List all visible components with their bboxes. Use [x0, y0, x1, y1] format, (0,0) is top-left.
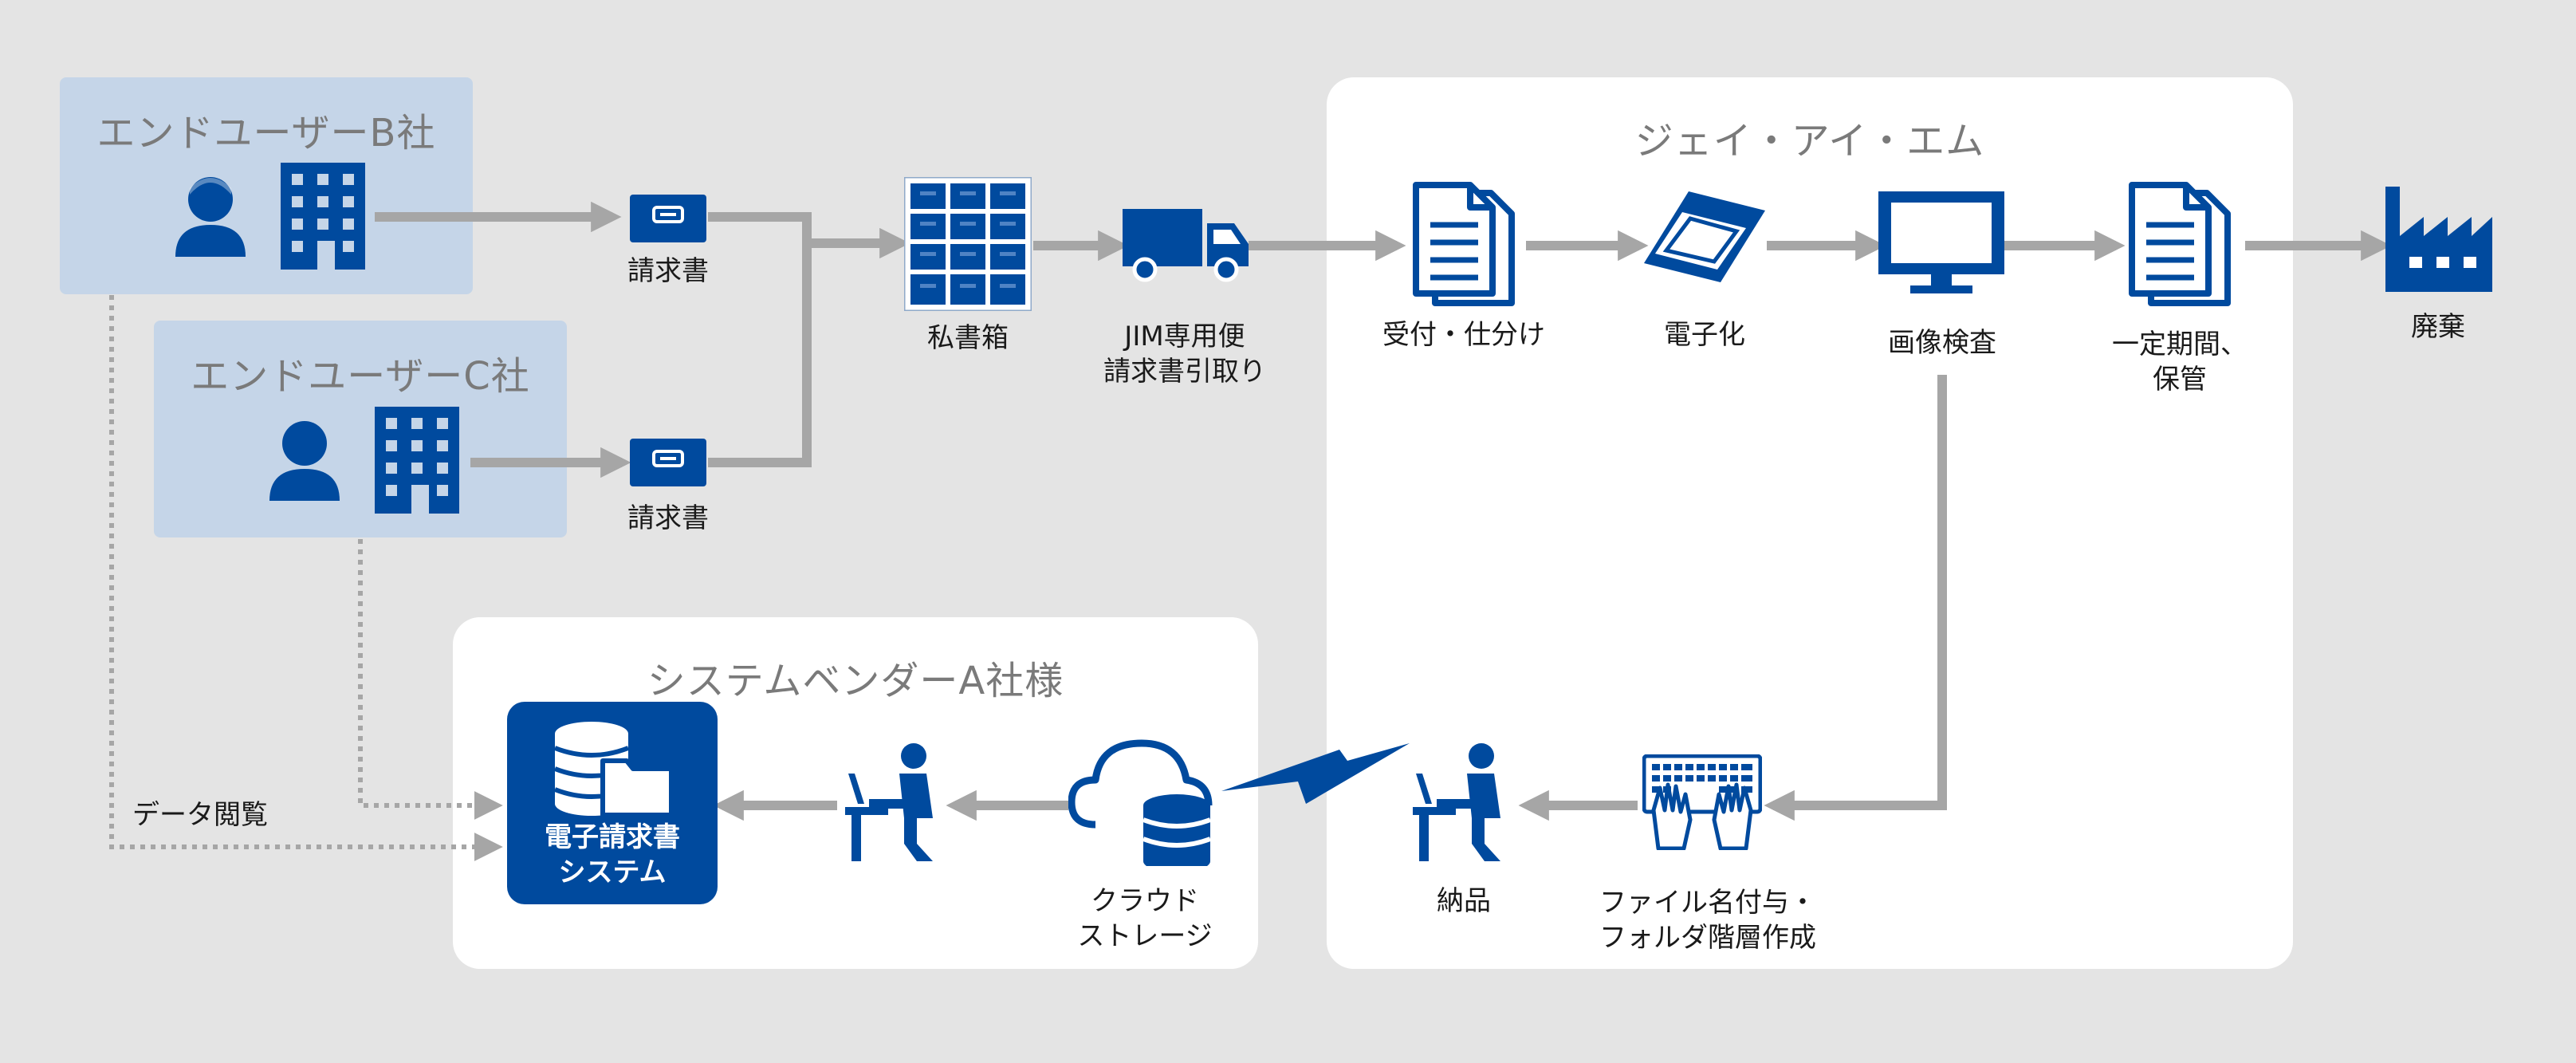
cloud-database-icon	[1068, 739, 1213, 866]
document-stack-icon	[2129, 182, 2231, 306]
invoice-c-label: 請求書	[627, 502, 709, 534]
storage-label: 一定期間、 保管	[2112, 329, 2248, 396]
mailbox-grid-icon	[904, 177, 1032, 311]
desk-worker-icon	[845, 743, 933, 861]
envelope-icon	[630, 439, 706, 486]
keyboard-hands-icon	[1642, 754, 1762, 850]
person-icon	[175, 177, 246, 257]
monitor-icon	[1878, 191, 2004, 293]
inspect-label: 画像検査	[1888, 327, 1996, 359]
truck-icon	[1123, 209, 1249, 282]
person-icon	[269, 421, 340, 501]
enduser-b-title: エンドユーザーB社	[96, 111, 436, 156]
system-label: 電子請求書 システム	[545, 821, 680, 888]
desk-worker-icon	[1413, 743, 1500, 861]
receive-label: 受付・仕分け	[1382, 319, 1545, 351]
document-stack-icon	[1413, 182, 1515, 306]
disposal-label: 廃棄	[2411, 311, 2465, 343]
cloud-label: クラウド ストレージ	[1077, 885, 1213, 952]
enduser-b-panel: エンドユーザーB社	[60, 77, 473, 294]
invoice-system-box: 電子請求書 システム	[507, 702, 718, 904]
enduser-c-panel: エンドユーザーC社	[154, 321, 567, 537]
data-view-label: データ閲覧	[132, 799, 268, 831]
vendor-title: システムベンダーA社様	[647, 659, 1064, 703]
naming-label: ファイル名付与・ フォルダ階層作成	[1599, 887, 1816, 954]
building-icon	[281, 163, 365, 270]
invoice-b-label: 請求書	[627, 255, 709, 287]
factory-icon	[2385, 187, 2492, 292]
envelope-icon	[630, 195, 706, 242]
lightning-icon	[1221, 743, 1410, 804]
building-icon	[375, 407, 459, 514]
enduser-c-title: エンドユーザーC社	[191, 354, 530, 399]
delivery-label: 納品	[1437, 885, 1491, 917]
database-folder-icon	[553, 722, 674, 817]
scanner-icon	[1644, 191, 1765, 282]
courier-label: JIM専用便 請求書引取り	[1103, 321, 1266, 388]
digitize-label: 電子化	[1664, 319, 1745, 351]
jim-title: ジェイ・アイ・エム	[1634, 119, 1985, 163]
po-box-label: 私書箱	[927, 322, 1009, 354]
